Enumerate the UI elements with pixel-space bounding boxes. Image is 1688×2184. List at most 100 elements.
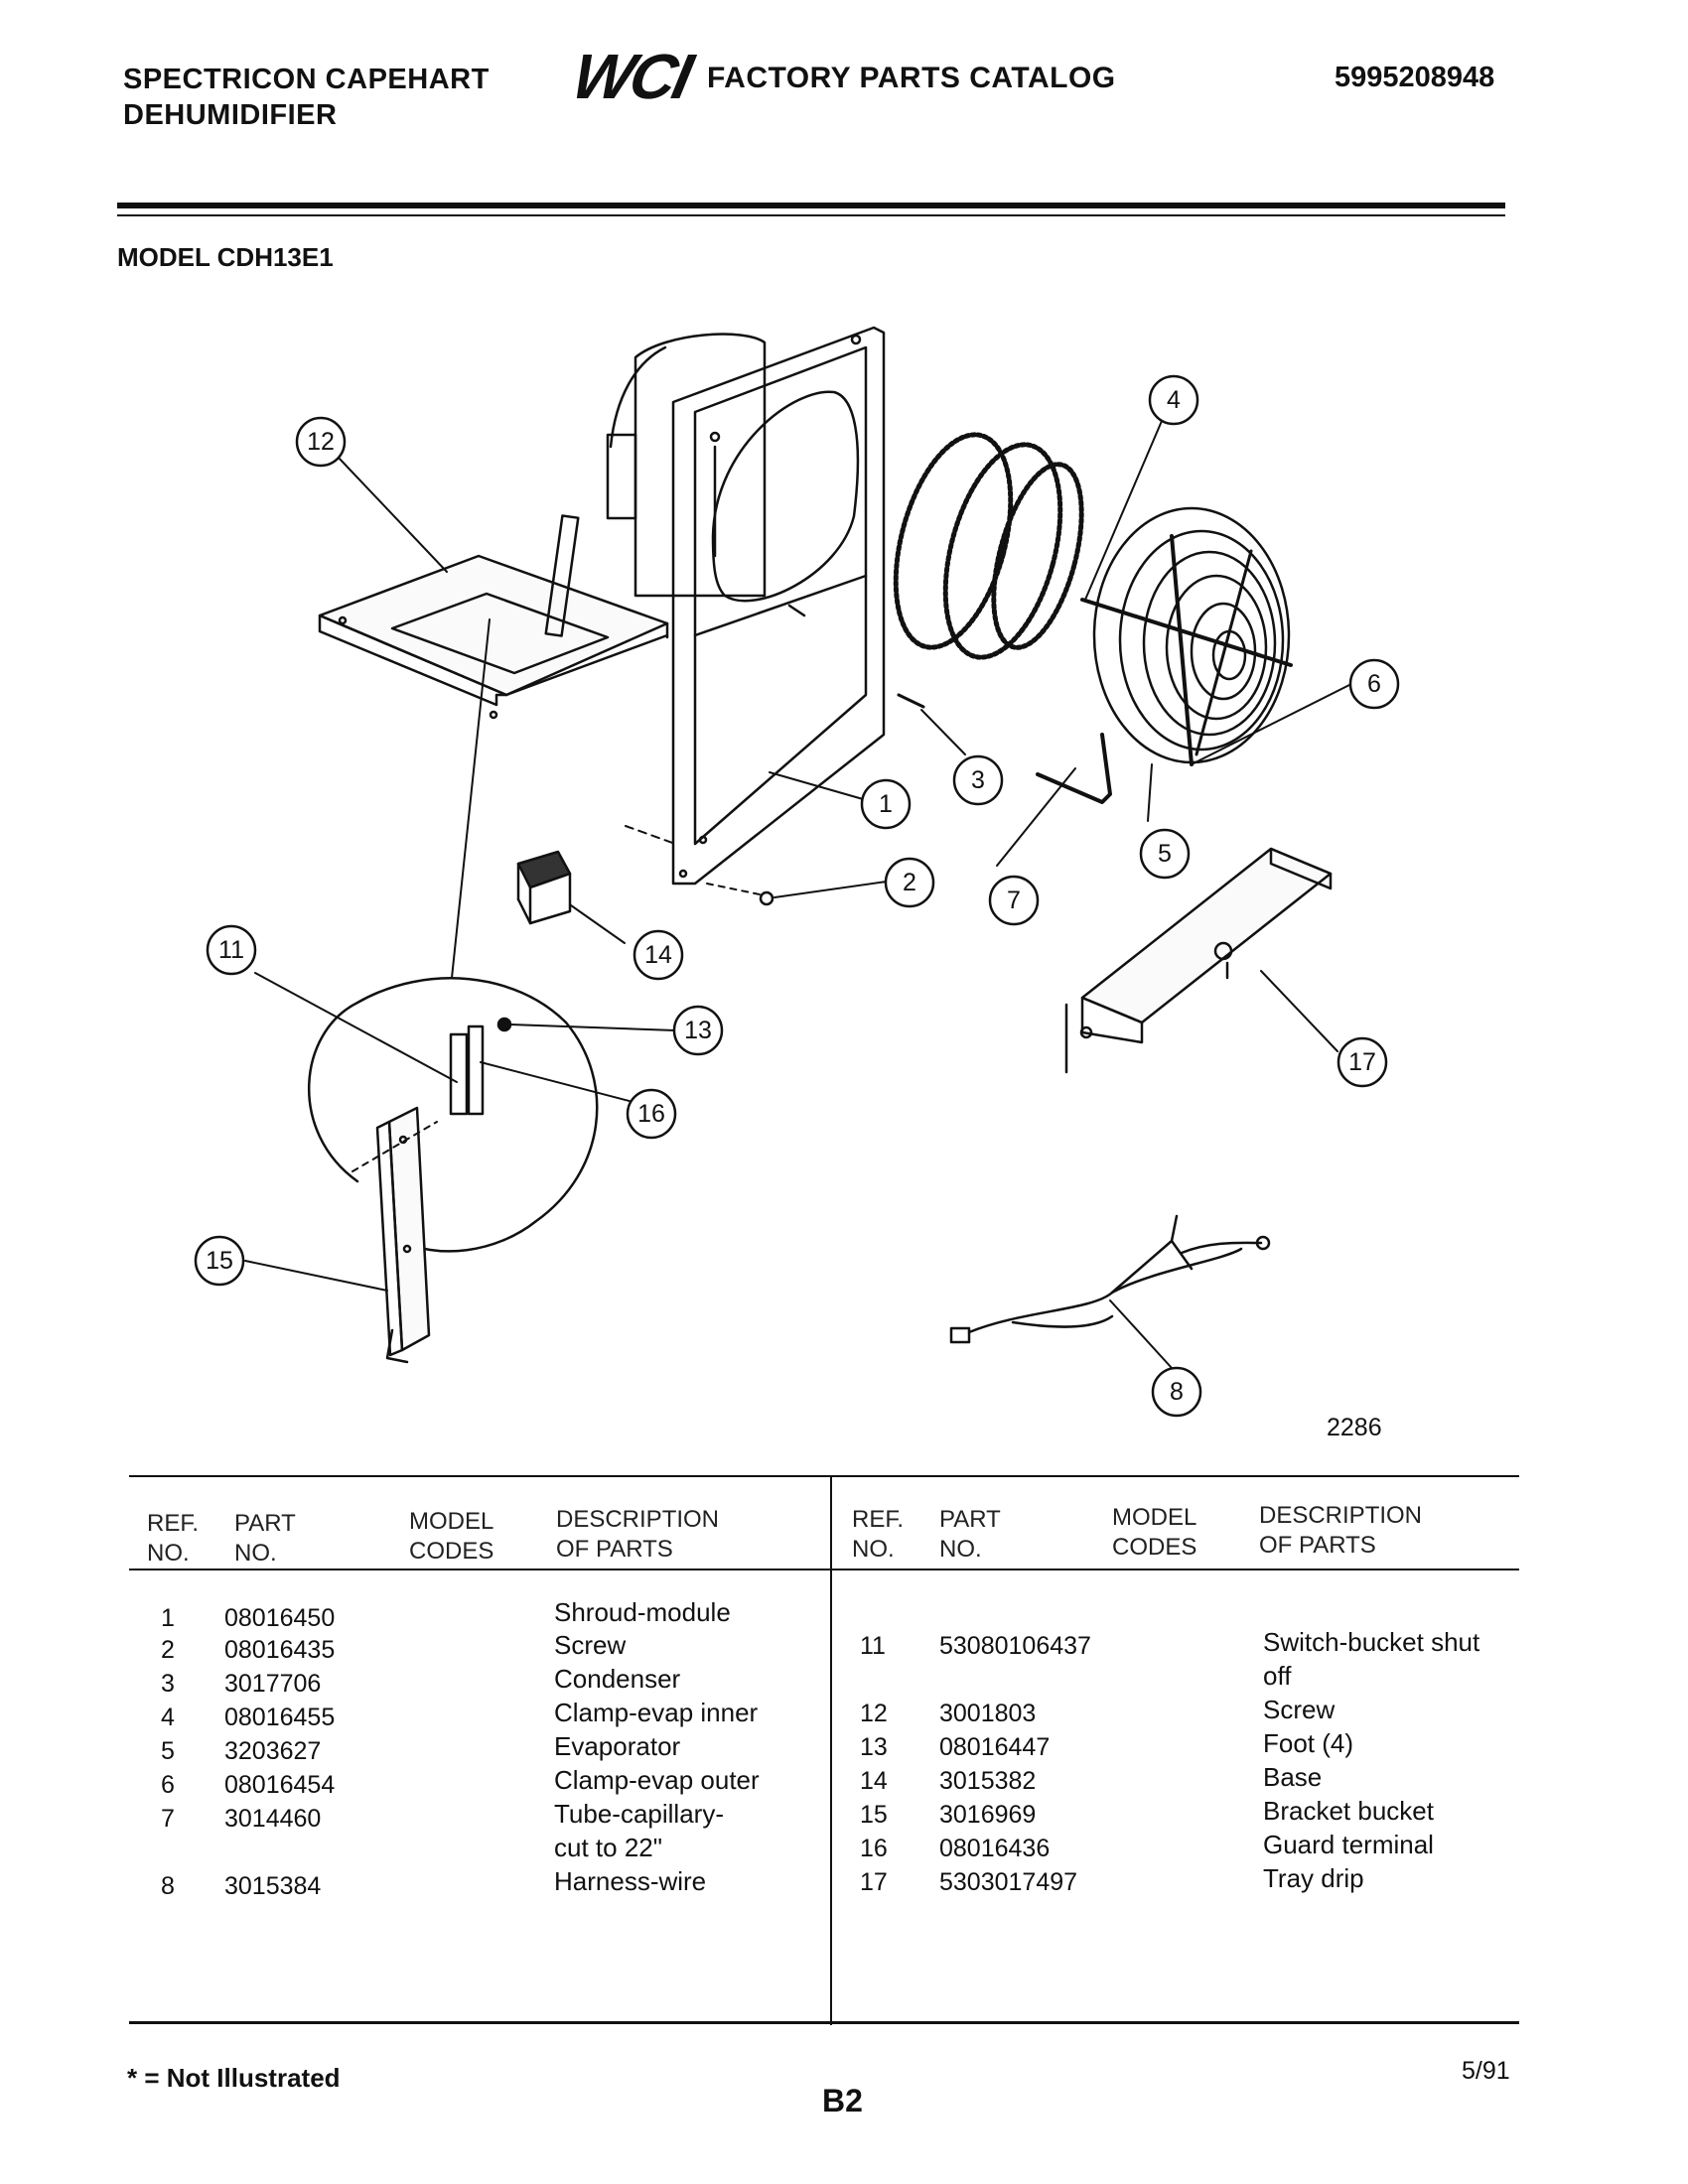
header-rule-thick — [117, 203, 1505, 208]
callout-5: 5 — [1158, 840, 1172, 868]
callout-1: 1 — [879, 790, 893, 818]
part-description: Condenser — [554, 1664, 681, 1694]
callout-3: 3 — [971, 766, 985, 794]
part-description: Clamp-evap inner — [554, 1698, 759, 1727]
callout-17: 17 — [1348, 1048, 1376, 1076]
part-description: Shroud-module — [554, 1597, 731, 1627]
header-desc-right: DESCRIPTION OF PARTS — [1259, 1502, 1423, 1559]
callout-4: 4 — [1167, 386, 1181, 414]
exploded-parts-diagram: 12 1 2 3 4 5 6 7 8 11 13 14 16 15 17 — [194, 326, 1400, 1418]
table-row: 7 — [161, 1805, 175, 1833]
table-row: 2 — [161, 1636, 175, 1664]
header-ref-right: REF. NO. — [852, 1506, 905, 1563]
header-model-left: MODEL CODES — [409, 1508, 494, 1565]
table-row: 13 — [860, 1733, 888, 1761]
header-ref-left: REF. NO. — [147, 1510, 200, 1567]
part-description: Screw — [554, 1630, 627, 1660]
callout-15: 15 — [206, 1247, 233, 1275]
part-number: 08016454 — [224, 1771, 336, 1799]
table-row: 11 — [860, 1632, 886, 1660]
callout-13: 14 — [644, 941, 672, 969]
part-description: Harness-wire — [554, 1866, 707, 1896]
table-row: 15 — [860, 1801, 888, 1829]
part-number: 3014460 — [224, 1805, 322, 1833]
wire-harness-drawing — [949, 1214, 1271, 1344]
table-row: 1 — [161, 1604, 175, 1632]
callout-7: 7 — [1007, 887, 1021, 914]
part-number: 3203627 — [224, 1737, 322, 1765]
table-row: 17 — [860, 1868, 888, 1896]
part-description: Tube-capillary- — [554, 1799, 724, 1829]
table-row: 12 — [860, 1700, 888, 1727]
wci-logo: WCI — [566, 41, 697, 112]
drip-tray-drawing — [1064, 847, 1333, 1074]
table-top-rule — [129, 1475, 1519, 1477]
part-description: Tray drip — [1263, 1863, 1364, 1893]
part-description: Clamp-evap outer — [554, 1765, 760, 1795]
part-description-cont: off — [1263, 1661, 1292, 1691]
header-part-right: PART NO. — [939, 1506, 1001, 1563]
callout-circles — [194, 374, 1400, 1418]
revision-date: 5/91 — [1462, 2057, 1510, 2085]
header-part-left: PART NO. — [234, 1510, 296, 1567]
table-row: 3 — [161, 1670, 175, 1698]
table-row: 16 — [860, 1835, 888, 1862]
model-label: MODEL CDH13E1 — [117, 242, 334, 272]
switch-detail-drawing — [308, 977, 599, 1364]
table-column-divider — [830, 1475, 832, 2025]
part-description-cont: cut to 22" — [554, 1833, 662, 1862]
part-number: 53080106437 — [939, 1632, 1091, 1660]
part-number: 3017706 — [224, 1670, 322, 1698]
callout-6: 6 — [1367, 670, 1381, 698]
part-description: Guard terminal — [1263, 1830, 1434, 1859]
header-desc-left: DESCRIPTION OF PARTS — [556, 1506, 720, 1563]
part-number: 5303017497 — [939, 1868, 1078, 1896]
page-number: B2 — [822, 2083, 863, 2118]
catalog-number: 5995208948 — [1335, 62, 1495, 93]
callout-11: 11 — [218, 936, 244, 964]
evaporator-drawing — [1080, 506, 1293, 766]
part-number: 08016450 — [224, 1604, 336, 1632]
callout-8: 8 — [1170, 1378, 1184, 1406]
table-row: 6 — [161, 1771, 175, 1799]
part-description: Screw — [1263, 1695, 1336, 1724]
header-rule-thin — [117, 214, 1505, 216]
brand-line1: SPECTRICON CAPEHART — [123, 64, 490, 95]
brand-block: SPECTRICON CAPEHART DEHUMIDIFIER — [123, 62, 490, 133]
part-number: 08016447 — [939, 1733, 1051, 1761]
table-row: 4 — [161, 1704, 175, 1731]
part-number: 3015384 — [224, 1872, 322, 1900]
callout-16: 16 — [637, 1100, 665, 1128]
table-row: 14 — [860, 1767, 888, 1795]
table-row: 5 — [161, 1737, 175, 1765]
table-row: 8 — [161, 1872, 175, 1900]
part-number: 3016969 — [939, 1801, 1037, 1829]
footnote-not-illustrated: * = Not Illustrated — [127, 2063, 341, 2093]
part-description: Bracket bucket — [1263, 1796, 1434, 1826]
part-number: 08016435 — [224, 1636, 336, 1664]
callout-leaders — [244, 420, 1352, 1369]
part-description: Switch-bucket shut — [1263, 1627, 1480, 1657]
foot-drawing — [516, 850, 572, 925]
callout-14: 12 — [307, 428, 335, 456]
part-number: 3015382 — [939, 1767, 1037, 1795]
callout-2: 2 — [903, 869, 916, 896]
table-header-rule — [129, 1569, 1519, 1570]
capillary-tube-drawing — [1036, 733, 1112, 804]
table-bottom-rule — [129, 2021, 1519, 2024]
callout-12: 13 — [684, 1017, 712, 1044]
diagram-code: 2286 — [1327, 1414, 1382, 1441]
brand-line2: DEHUMIDIFIER — [123, 99, 338, 131]
part-number: 08016436 — [939, 1835, 1051, 1862]
part-description: Base — [1263, 1762, 1323, 1792]
condenser-coil-drawing — [893, 432, 1084, 709]
part-description: Evaporator — [554, 1731, 681, 1761]
header-model-right: MODEL CODES — [1112, 1504, 1197, 1561]
catalog-title: FACTORY PARTS CATALOG — [707, 62, 1116, 94]
part-number: 08016455 — [224, 1704, 336, 1731]
base-plate-drawing — [318, 514, 669, 720]
part-description: Foot (4) — [1263, 1728, 1354, 1758]
shroud-module-drawing — [606, 326, 886, 886]
screw-drawing — [625, 825, 774, 906]
part-number: 3001803 — [939, 1700, 1037, 1727]
